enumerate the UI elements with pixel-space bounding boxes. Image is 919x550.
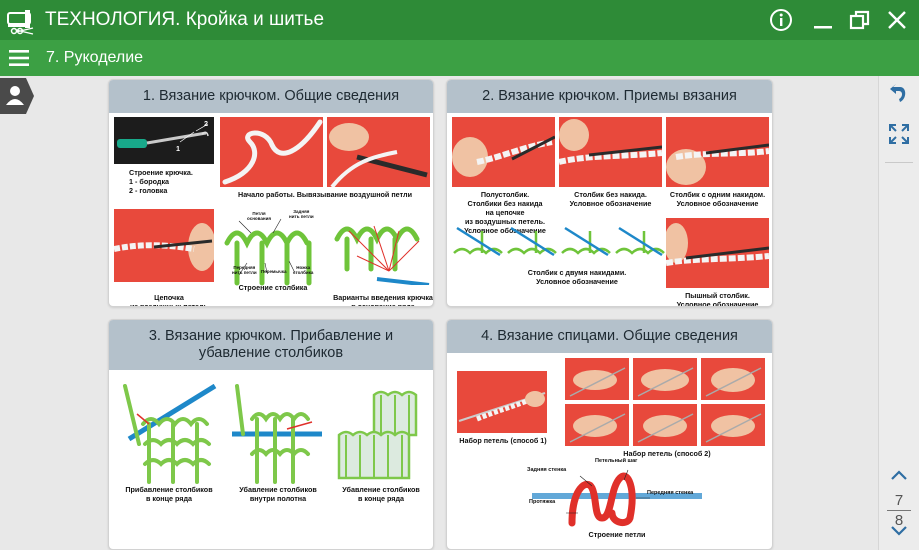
tc-stitch-diagrams (453, 226, 665, 257)
start-caption: Начало работы. Вывязывание воздушной пет… (238, 190, 412, 199)
stitch-structure-illustration (224, 218, 312, 286)
cast-on-photo-1 (457, 371, 547, 433)
page-down-icon[interactable] (887, 518, 911, 542)
start-photo-2 (327, 117, 430, 187)
minimize-icon (814, 26, 832, 29)
label-front-wall: Передняя стенка (647, 490, 694, 496)
menu-icon[interactable] (8, 47, 30, 69)
label-back-loop: Задняя нить петли (289, 209, 314, 219)
hook-label-2: 2 (204, 119, 208, 128)
loop-structure-illustration (532, 469, 702, 527)
puff-photo (666, 218, 769, 288)
hook-label-1: 1 (176, 144, 180, 153)
user-tab[interactable] (0, 78, 34, 114)
card-title: 2. Вязание крючком. Приемы вязания (447, 80, 772, 113)
hand-knit-icon (452, 135, 555, 177)
label-crossbar: Перемычка (261, 269, 287, 274)
yarn-loop-icon (222, 119, 323, 185)
current-page: 7 (894, 492, 904, 509)
insert-caption: Варианты введения крючка в основание ряд… (333, 293, 433, 307)
sewing-machine-logo-icon (7, 10, 34, 35)
title-bar: ТЕХНОЛОГИЯ. Кройка и шитье (0, 0, 919, 40)
info-button[interactable] (766, 5, 796, 35)
close-button[interactable] (882, 5, 912, 35)
user-icon (6, 86, 24, 105)
toolbar-divider (885, 162, 913, 163)
card-title: 1. Вязание крючком. Общие сведения (109, 80, 433, 113)
hook-insertion-illustration (334, 225, 430, 285)
restore-icon (849, 10, 870, 30)
page-up-icon[interactable] (887, 464, 911, 488)
card-title: 4. Вязание спицами. Общие сведения (447, 320, 772, 353)
cast-on-photos-2 (565, 358, 765, 446)
hook-caption: Строение крючка. 1 - бородка 2 - головка (129, 168, 193, 195)
hand-knit-icon (559, 119, 662, 165)
dc-caption: Столбик с одним накидом. Условное обозна… (669, 190, 766, 208)
cast1-caption: Набор петель (способ 1) (459, 436, 547, 445)
hand-knit-icon (666, 143, 769, 185)
label-base-loop: Петля основания (247, 211, 271, 221)
cast2-caption: Набор петель (способ 2) (623, 449, 711, 458)
minimize-button[interactable] (808, 5, 838, 35)
total-pages: 8 (894, 512, 904, 529)
add-caption: Прибавление столбиков в конце ряда (125, 485, 213, 503)
increase-illustration (123, 384, 217, 484)
puff-caption: Пышный столбик. Условное обозначение (676, 291, 759, 307)
sc-caption: Столбик без накида. Условное обозначение (569, 190, 652, 208)
slip-caption: Полустолбик. Столбики без накида на цепо… (464, 190, 546, 235)
crochet-hook-icon (117, 123, 209, 148)
slip-photo (452, 117, 555, 187)
card-crochet-techniques[interactable]: 2. Вязание крючком. Приемы вязания Полус… (446, 79, 773, 307)
card-crochet-increase-decrease[interactable]: 3. Вязание крючком. Прибавление и убавле… (108, 319, 434, 550)
right-toolbar: 7 8 (878, 76, 919, 550)
hook-photo: 1 2 (114, 117, 214, 164)
dec-end-caption: Убавление столбиков в конце ряда (342, 485, 420, 503)
chain-caption: Цепочка из воздушных петель (129, 293, 209, 307)
content-area: 1. Вязание крючком. Общие сведения 1 2 С… (0, 76, 878, 550)
chain-photo (114, 209, 214, 282)
loop-caption: Строение петли (588, 530, 646, 539)
stitch-caption: Строение столбика (238, 283, 308, 292)
sc-photo (559, 117, 662, 187)
label-leg: Ножка столбика (293, 265, 314, 275)
dec-in-caption: Убавление столбиков внутри полотна (239, 485, 317, 503)
start-photo-1 (220, 117, 323, 187)
close-icon (888, 11, 906, 29)
back-arrow-icon[interactable] (887, 82, 911, 106)
section-bar: 7. Рукоделие (0, 40, 919, 76)
label-back-wall: Задняя стенка (527, 467, 567, 473)
dc-photo (666, 117, 769, 187)
card-title: 3. Вязание крючком. Прибавление и убавле… (109, 320, 433, 370)
label-front-loop: Передняя нить петли (232, 265, 257, 275)
hand-hook-icon (329, 123, 428, 187)
restore-button[interactable] (845, 5, 875, 35)
decrease-inside-illustration (232, 384, 322, 484)
hand-knit-icon (666, 223, 769, 266)
chain-icon (114, 223, 214, 271)
decrease-end-illustration (337, 390, 418, 480)
card-knitting-basics[interactable]: 4. Вязание спицами. Общие сведения Набор… (446, 319, 773, 550)
label-loop-step: Петельный шаг (595, 458, 638, 464)
card-crochet-basics[interactable]: 1. Вязание крючком. Общие сведения 1 2 С… (108, 79, 434, 307)
page-indicator: 7 8 (884, 492, 914, 529)
app-title: ТЕХНОЛОГИЯ. Кройка и шитье (45, 9, 325, 30)
tc-caption: Столбик с двумя накидами. Условное обозн… (527, 268, 627, 286)
section-title: 7. Рукоделие (46, 49, 144, 66)
info-icon (770, 9, 792, 31)
label-broach: Протяжка (529, 499, 556, 505)
fullscreen-icon[interactable] (887, 122, 911, 146)
knitting-needle-icon (458, 391, 546, 422)
